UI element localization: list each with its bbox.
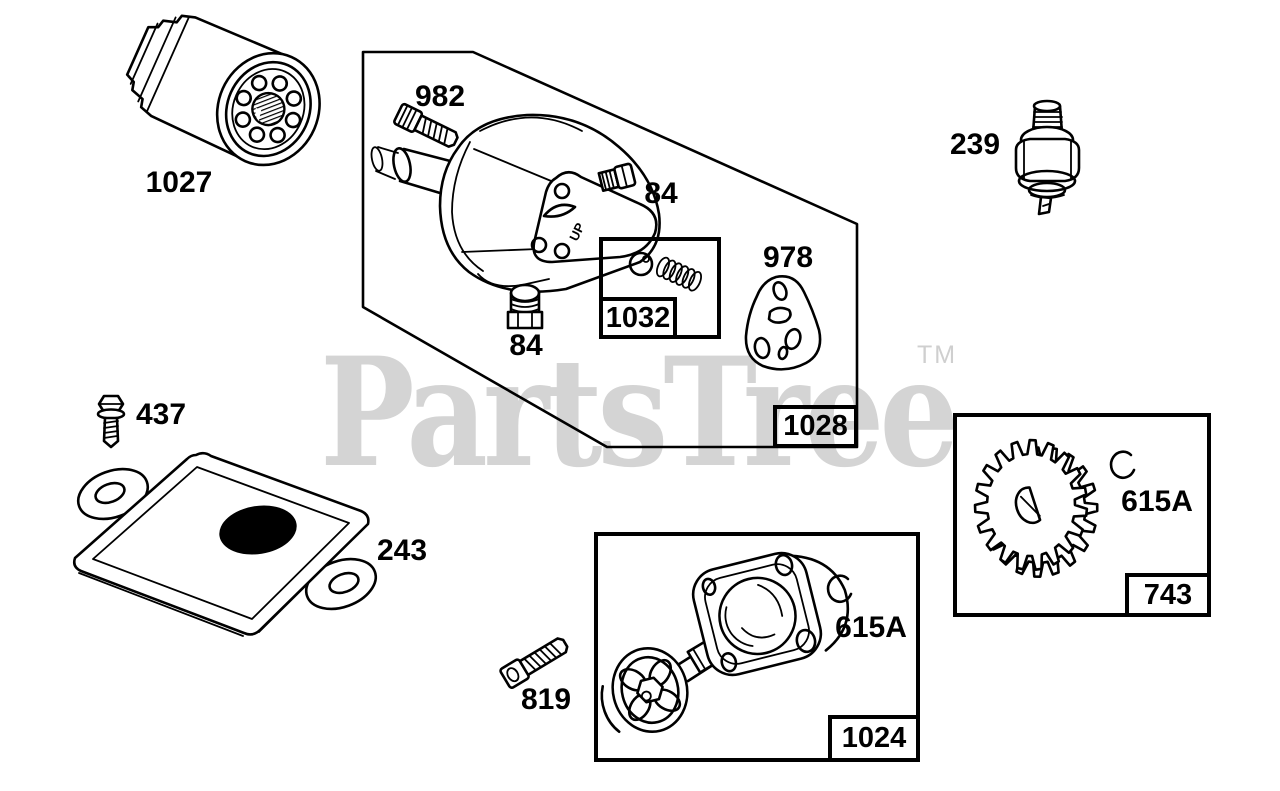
screw-437-drawing bbox=[96, 394, 126, 449]
callout-819[interactable]: 819 bbox=[520, 683, 572, 716]
retaining-ring-pump-drawing bbox=[826, 574, 853, 604]
kit-box-1032: 1032 bbox=[599, 237, 721, 339]
breather-cover-drawing bbox=[72, 451, 378, 637]
pump-rotor-kit-drawing bbox=[600, 551, 853, 734]
kit-number-1024[interactable]: 1024 bbox=[828, 715, 920, 762]
oil-minder-239-drawing bbox=[1014, 99, 1081, 216]
group-number-1028[interactable]: 1028 bbox=[773, 405, 858, 448]
callout-978[interactable]: 978 bbox=[762, 241, 814, 274]
callout-84-lower[interactable]: 84 bbox=[509, 329, 543, 362]
retaining-ring-gear-drawing bbox=[1109, 450, 1136, 480]
kit-box-743: 743 bbox=[953, 413, 1211, 617]
up-stamp: UP bbox=[566, 220, 588, 243]
oil-filter-drawing bbox=[125, 14, 321, 167]
plug-84-upper-drawing bbox=[597, 162, 637, 193]
callout-615A-pump[interactable]: 615A bbox=[835, 611, 907, 644]
gasket-978-drawing bbox=[744, 275, 822, 371]
callout-982[interactable]: 982 bbox=[414, 80, 466, 113]
check-ball-spring-drawing bbox=[628, 251, 702, 292]
callout-437[interactable]: 437 bbox=[135, 398, 187, 431]
plug-84-lower-drawing bbox=[506, 283, 544, 330]
kit-number-1032[interactable]: 1032 bbox=[599, 297, 677, 339]
gear-kit-drawing bbox=[973, 438, 1136, 578]
callout-243[interactable]: 243 bbox=[376, 534, 428, 567]
kit-number-743[interactable]: 743 bbox=[1125, 573, 1211, 617]
watermark-text: PartsTree bbox=[320, 325, 960, 501]
callout-84-upper[interactable]: 84 bbox=[644, 177, 678, 210]
callout-615A-gear[interactable]: 615A bbox=[1121, 485, 1193, 518]
screw-982-drawing bbox=[393, 102, 459, 148]
callout-1027[interactable]: 1027 bbox=[145, 166, 213, 199]
kit-box-1024: 1024 bbox=[594, 532, 920, 762]
callout-239[interactable]: 239 bbox=[949, 128, 1001, 161]
screw-819-drawing bbox=[499, 637, 569, 689]
watermark-tm: TM bbox=[917, 341, 958, 369]
